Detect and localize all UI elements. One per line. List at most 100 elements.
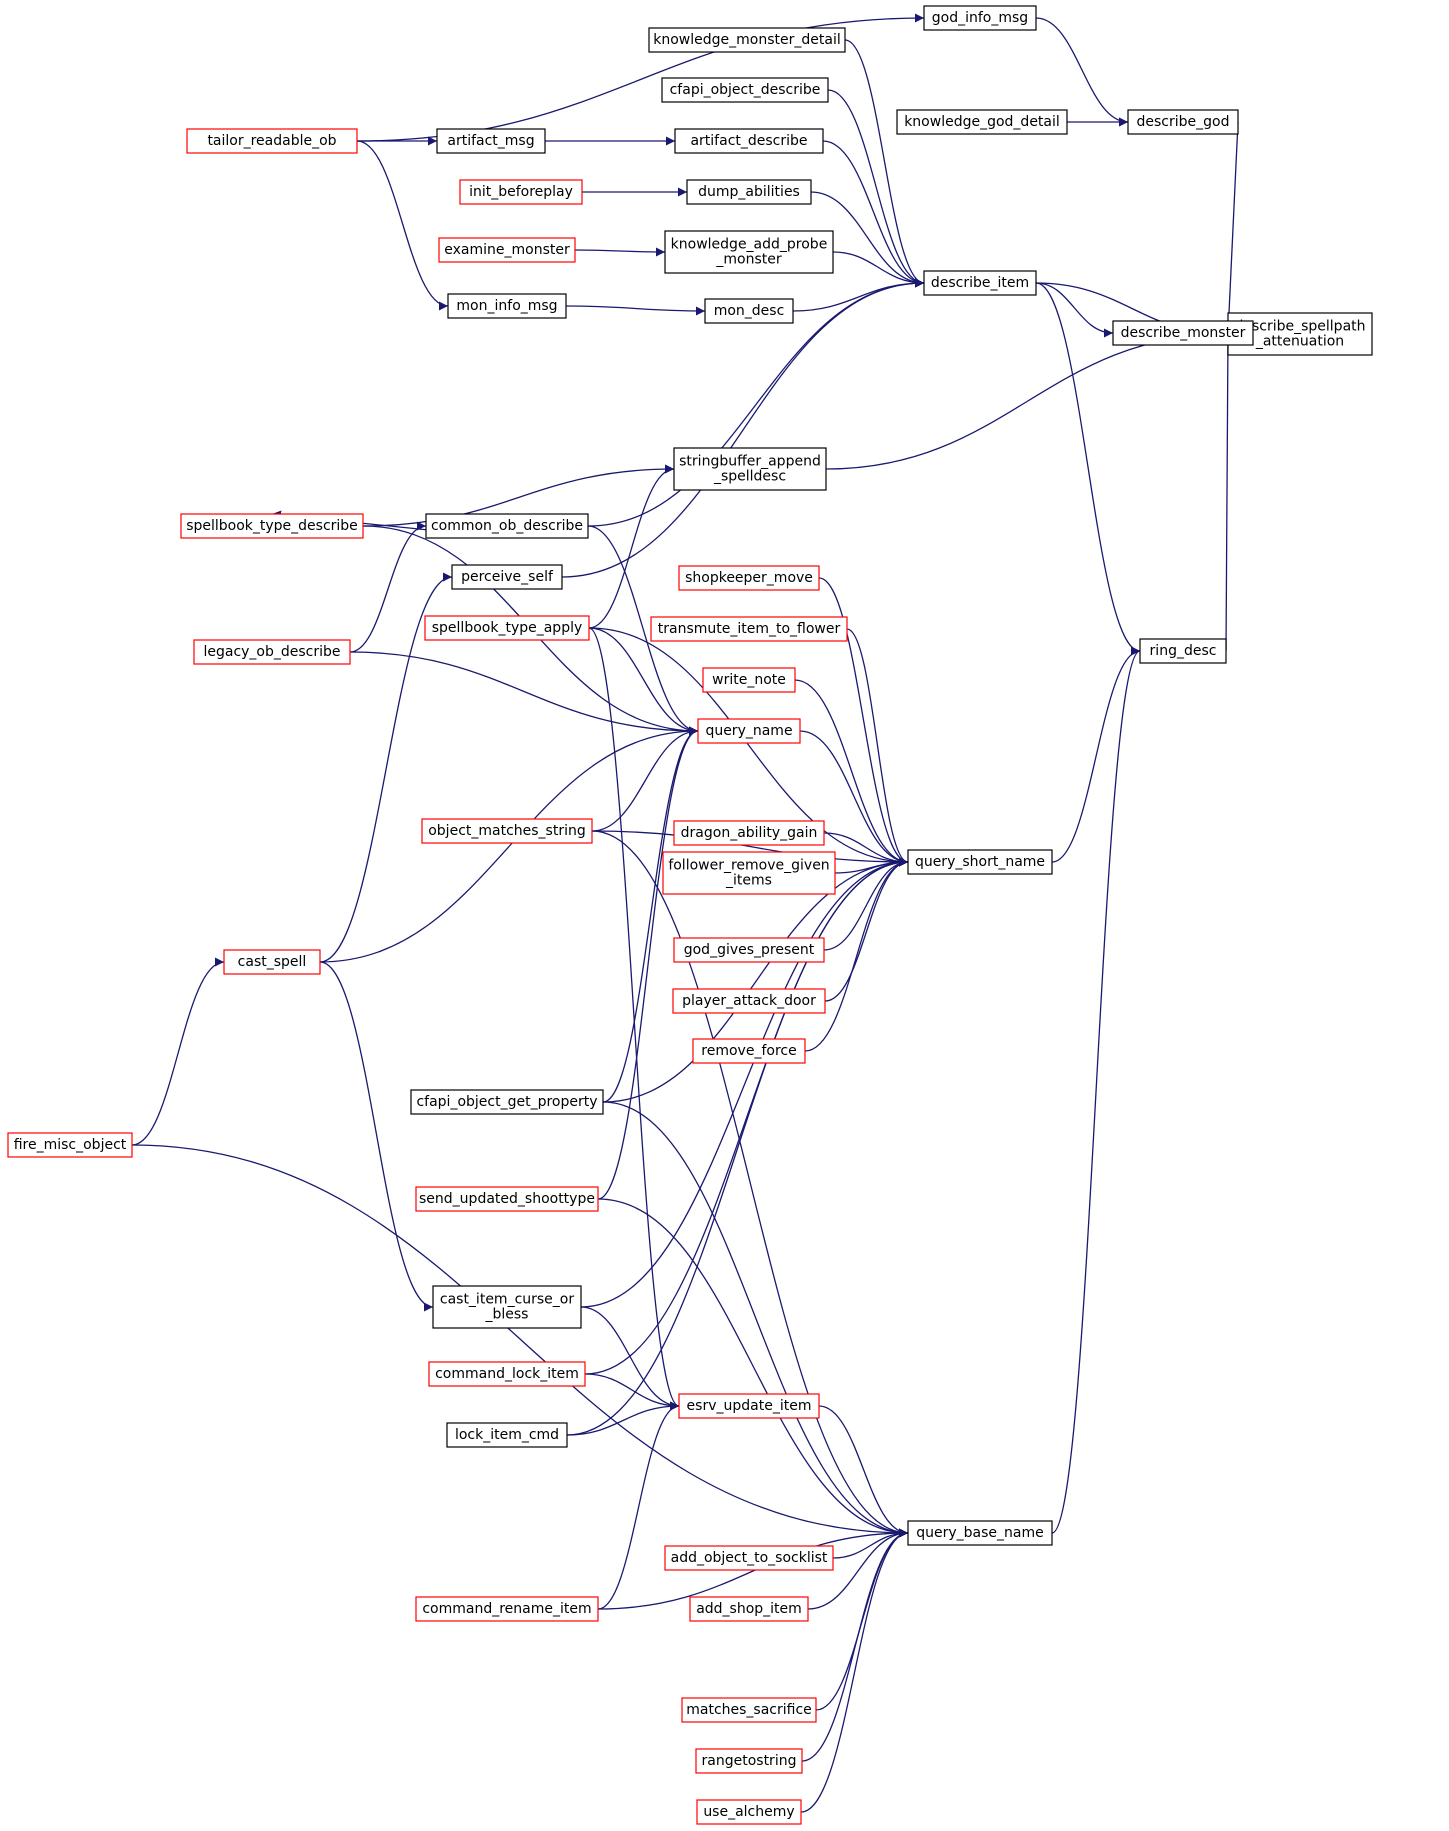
edge-command-rename-item-to-esrv-update-item — [597, 1401, 680, 1610]
edge-legacy-ob-describe-to-common-ob-describe — [349, 521, 427, 653]
node-transmute-item-to-flower[interactable]: transmute_item_to_flower — [650, 616, 848, 642]
node-label-command-lock-item: command_lock_item — [435, 1366, 579, 1382]
node-describe-spellpath[interactable]: describe_spellpath_attenuation — [1227, 312, 1373, 356]
node-describe-monster[interactable]: describe_monster — [1112, 320, 1254, 346]
node-label-cast-item-curse-or-bless-line-2: _bless — [485, 1307, 529, 1323]
node-label-object-matches-string: object_matches_string — [428, 823, 586, 839]
edge-mon-info-msg-to-mon-desc — [565, 305, 706, 316]
node-box-add-shop-item — [689, 1596, 809, 1622]
node-box-stringbuffer-append — [673, 447, 827, 491]
node-knowledge-god-detail[interactable]: knowledge_god_detail — [896, 109, 1068, 135]
node-label-follower-remove-given-line-1: follower_remove_given — [668, 858, 829, 874]
node-mon-desc[interactable]: mon_desc — [704, 298, 794, 324]
node-query-short-name[interactable]: query_short_name — [907, 849, 1053, 875]
node-box-command-rename-item — [415, 1596, 599, 1622]
edge-lock-item-cmd-to-query-short-name — [566, 857, 909, 1436]
node-remove-force[interactable]: remove_force — [692, 1038, 806, 1064]
node-legacy-ob-describe[interactable]: legacy_ob_describe — [193, 639, 351, 665]
node-cfapi-object-describe[interactable]: cfapi_object_describe — [661, 77, 829, 103]
edge-cast-item-curse-or-bless-to-query-short-name — [580, 857, 909, 1308]
node-esrv-update-item[interactable]: esrv_update_item — [678, 1393, 820, 1419]
node-describe-item[interactable]: describe_item — [923, 270, 1037, 296]
node-knowledge-add-probe[interactable]: knowledge_add_probe_monster — [664, 230, 834, 274]
node-dragon-ability-gain[interactable]: dragon_ability_gain — [673, 820, 825, 846]
edge-send-updated-shoottype-to-query-name — [597, 726, 699, 1200]
node-label-describe-spellpath-line-2: _attenuation — [1255, 334, 1344, 350]
node-tailor-readable-ob[interactable]: tailor_readable_ob — [186, 128, 358, 154]
node-lock-item-cmd[interactable]: lock_item_cmd — [446, 1422, 568, 1448]
node-matches-sacrifice[interactable]: matches_sacrifice — [681, 1697, 817, 1723]
edge-cfapi-object-get-property-to-query-short-name — [602, 857, 909, 1103]
node-box-send-updated-shoottype — [415, 1186, 599, 1212]
node-send-updated-shoottype[interactable]: send_updated_shoottype — [415, 1186, 599, 1212]
node-rangetostring[interactable]: rangetostring — [695, 1748, 803, 1774]
node-command-lock-item[interactable]: command_lock_item — [428, 1361, 586, 1387]
node-fire-misc-object[interactable]: fire_misc_object — [7, 1132, 133, 1158]
node-box-dump-abilities — [686, 179, 812, 205]
node-follower-remove-given[interactable]: follower_remove_given_items — [662, 851, 836, 895]
edge-command-rename-item-to-query-base-name — [597, 1528, 909, 1610]
edge-spellbook-type-apply-to-esrv-update-item — [588, 627, 680, 1411]
node-add-object-to-socklist[interactable]: add_object_to_socklist — [664, 1545, 834, 1571]
node-label-knowledge-god-detail: knowledge_god_detail — [904, 114, 1060, 130]
node-use-alchemy[interactable]: use_alchemy — [696, 1799, 802, 1825]
edge-artifact-describe-to-describe-item — [822, 140, 925, 288]
node-label-shopkeeper-move: shopkeeper_move — [685, 570, 813, 586]
node-label-examine-monster: examine_monster — [444, 242, 570, 258]
node-player-attack-door[interactable]: player_attack_door — [672, 988, 826, 1014]
node-query-base-name[interactable]: query_base_name — [907, 1520, 1053, 1546]
node-spellbook-type-describe[interactable]: spellbook_type_describe — [180, 513, 364, 539]
node-label-describe-item: describe_item — [931, 275, 1029, 291]
edge-send-updated-shoottype-to-query-base-name — [597, 1198, 909, 1538]
edge-spellbook-type-apply-to-query-short-name — [588, 627, 909, 867]
node-box-cast-item-curse-or-bless — [432, 1285, 582, 1329]
node-spellbook-type-apply[interactable]: spellbook_type_apply — [424, 615, 590, 641]
node-query-name[interactable]: query_name — [697, 718, 801, 744]
edge-object-matches-string-to-query-name — [591, 726, 699, 832]
node-box-dragon-ability-gain — [673, 820, 825, 846]
edge-cfapi-object-get-property-to-query-base-name — [602, 1101, 909, 1538]
node-ring-desc[interactable]: ring_desc — [1139, 638, 1227, 664]
node-dump-abilities[interactable]: dump_abilities — [686, 179, 812, 205]
node-label-spellbook-type-describe: spellbook_type_describe — [186, 518, 358, 534]
node-god-info-msg[interactable]: god_info_msg — [923, 5, 1037, 31]
node-label-init-beforeplay: init_beforeplay — [469, 184, 573, 200]
node-label-add-shop-item: add_shop_item — [696, 1601, 802, 1617]
node-shopkeeper-move[interactable]: shopkeeper_move — [678, 565, 820, 591]
node-god-gives-present[interactable]: god_gives_present — [673, 937, 825, 963]
node-box-common-ob-describe — [425, 513, 589, 539]
edge-cfapi-object-get-property-to-query-name — [602, 726, 699, 1103]
node-artifact-describe[interactable]: artifact_describe — [674, 128, 824, 154]
node-label-mon-info-msg: mon_info_msg — [456, 298, 557, 314]
node-label-tailor-readable-ob: tailor_readable_ob — [207, 133, 336, 149]
edge-god-info-msg-to-describe-god — [1035, 17, 1129, 127]
node-write-note[interactable]: write_note — [702, 667, 796, 693]
node-perceive-self[interactable]: perceive_self — [451, 564, 563, 590]
node-label-god-info-msg: god_info_msg — [932, 10, 1028, 26]
node-object-matches-string[interactable]: object_matches_string — [421, 818, 593, 844]
node-label-spellbook-type-apply: spellbook_type_apply — [432, 620, 583, 636]
node-common-ob-describe[interactable]: common_ob_describe — [425, 513, 589, 539]
node-box-use-alchemy — [696, 1799, 802, 1825]
edge-cast-item-curse-or-bless-to-esrv-update-item — [580, 1306, 680, 1411]
node-knowledge-monster-detail[interactable]: knowledge_monster_detail — [648, 27, 846, 53]
edge-cast-spell-to-query-name — [319, 726, 699, 963]
node-mon-info-msg[interactable]: mon_info_msg — [447, 293, 567, 319]
node-init-beforeplay[interactable]: init_beforeplay — [459, 179, 583, 205]
node-artifact-msg[interactable]: artifact_msg — [436, 128, 546, 154]
node-describe-god[interactable]: describe_god — [1127, 109, 1239, 135]
node-cast-item-curse-or-bless[interactable]: cast_item_curse_or_bless — [432, 1285, 582, 1329]
node-command-rename-item[interactable]: command_rename_item — [415, 1596, 599, 1622]
node-layer: describe_spellpath_attenuation god_info_m… — [7, 5, 1373, 1825]
edge-query-short-name-to-ring-desc — [1051, 646, 1141, 863]
node-box-god-gives-present — [673, 937, 825, 963]
node-examine-monster[interactable]: examine_monster — [438, 237, 576, 263]
node-cast-spell[interactable]: cast_spell — [223, 949, 321, 975]
edge-spellbook-type-describe-to-stringbuffer-append — [362, 464, 675, 527]
node-add-shop-item[interactable]: add_shop_item — [689, 1596, 809, 1622]
node-stringbuffer-append[interactable]: stringbuffer_append_spelldesc — [673, 447, 827, 491]
edge-legacy-ob-describe-to-query-name — [349, 651, 699, 736]
node-label-perceive-self: perceive_self — [461, 569, 554, 585]
node-cfapi-object-get-property[interactable]: cfapi_object_get_property — [410, 1089, 604, 1115]
edge-spellbook-type-apply-to-query-name — [588, 627, 699, 736]
